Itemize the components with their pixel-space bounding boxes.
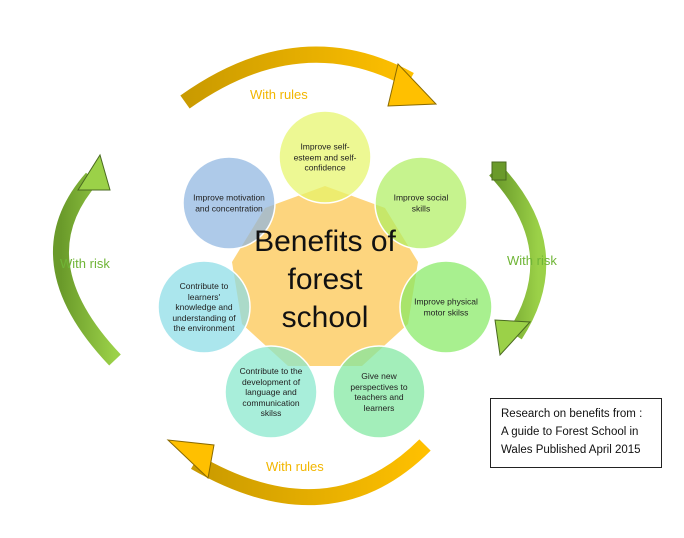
label-right-with-risk: With risk bbox=[507, 253, 557, 268]
center-shape bbox=[232, 186, 418, 366]
top-arrow-icon bbox=[180, 46, 438, 109]
benefit-text: Contribute to learners' knowledge and un… bbox=[172, 280, 236, 333]
right-arrow-icon bbox=[489, 161, 547, 357]
benefit-circle-perspectives bbox=[332, 345, 426, 439]
label-bottom-with-rules: With rules bbox=[266, 459, 324, 474]
benefit-text: Improve physical motor skilss bbox=[414, 296, 478, 318]
benefit-text: Improve self-esteem and self-confidence bbox=[293, 141, 357, 173]
source-note: Research on benefits from : A guide to F… bbox=[490, 398, 662, 468]
benefit-circle-environment bbox=[157, 260, 251, 354]
benefit-circle-physical bbox=[399, 260, 493, 354]
benefit-circle-motivation bbox=[182, 156, 276, 250]
bottom-arrow-icon bbox=[166, 439, 431, 506]
benefit-text: Improve motivation and concentration bbox=[193, 192, 265, 214]
benefit-text: Give new perspectives to teachers and le… bbox=[350, 371, 408, 413]
label-top-with-rules: With rules bbox=[250, 87, 308, 102]
label-left-with-risk: With risk bbox=[60, 256, 110, 271]
center-title: Benefits of forest school bbox=[254, 225, 396, 334]
left-arrow-icon bbox=[52, 153, 121, 366]
benefit-circle-language bbox=[224, 345, 318, 439]
benefit-text: Contribute to the development of languag… bbox=[239, 365, 303, 418]
benefit-circle-self-esteem bbox=[278, 110, 372, 204]
benefit-circle-social bbox=[374, 156, 468, 250]
benefit-text: Improve social skills bbox=[393, 192, 449, 214]
